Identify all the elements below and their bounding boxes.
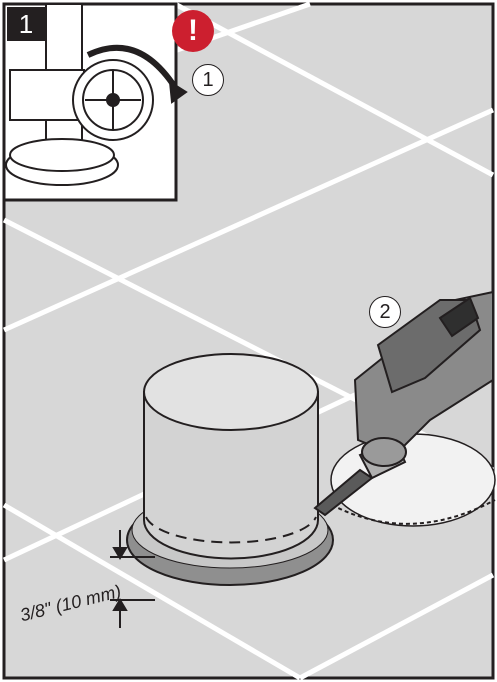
exclamation-icon: ! [172, 10, 214, 52]
callout-1: 1 [192, 64, 224, 96]
drain-drum [127, 354, 333, 585]
callout-2: 2 [369, 296, 401, 328]
step-number: 1 [7, 7, 45, 41]
